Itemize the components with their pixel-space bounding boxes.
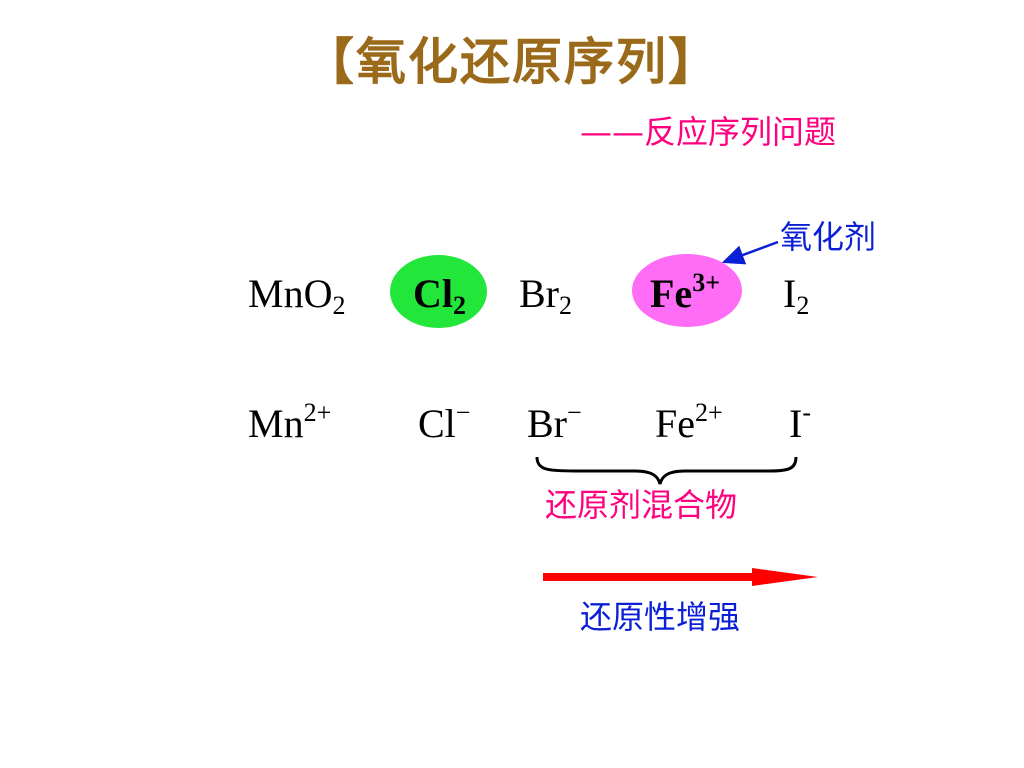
species-cl2: Cl2	[413, 271, 466, 320]
cl2-highlight	[390, 255, 487, 328]
species-br-ion: Br−	[527, 398, 582, 447]
subtitle: ——反应序列问题	[580, 113, 837, 151]
reductant-mixture-label: 还原剂混合物	[545, 486, 738, 524]
fe3-highlight	[632, 254, 742, 327]
oxidant-pointer-arrow	[721, 240, 779, 265]
species-i2: I2	[783, 271, 810, 320]
species-br2: Br2	[519, 271, 572, 320]
reducing-trend-arrow-head	[752, 568, 818, 586]
species-mn2: Mn2+	[248, 398, 332, 447]
species-cl-ion: Cl−	[418, 398, 471, 447]
species-i-ion: I-	[789, 398, 811, 447]
reducing-trend-label: 还原性增强	[580, 598, 741, 636]
species-fe3: Fe3+	[650, 268, 721, 317]
species-fe2: Fe2+	[655, 398, 723, 447]
page-title: 【氧化还原序列】	[304, 33, 720, 91]
curly-brace	[535, 456, 798, 485]
oxidant-label: 氧化剂	[780, 218, 877, 256]
species-mno2: MnO2	[248, 271, 346, 320]
